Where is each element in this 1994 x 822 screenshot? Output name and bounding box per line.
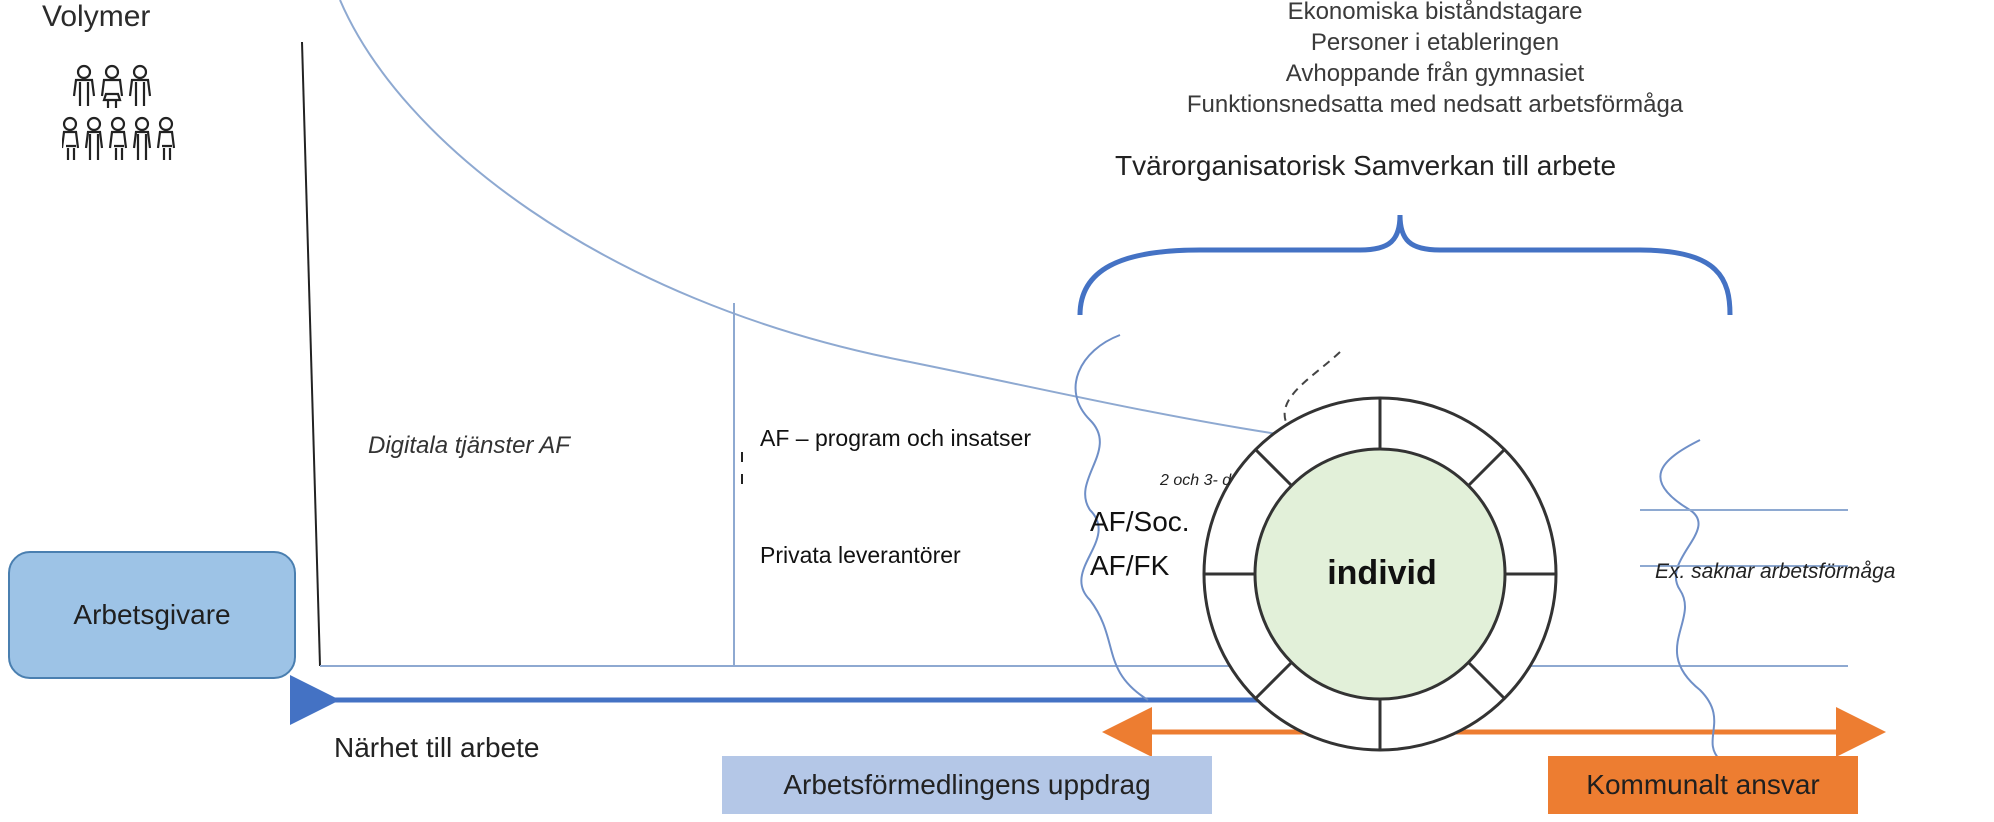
target-group-item: Funktionsnedsatta med nedsatt arbetsförm… — [1186, 91, 1684, 118]
wave-left — [1074, 334, 1149, 701]
x-axis-label: Närhet till arbete — [334, 732, 540, 763]
municipal-responsibility-label: Kommunalt ansvar — [1586, 769, 1820, 800]
person-icon — [72, 64, 96, 106]
target-group-item: Ekonomiska biståndstagare — [1287, 0, 1583, 25]
employer-label: Arbetsgivare — [73, 599, 231, 630]
digital-services-label: Digitala tjänster AF — [368, 432, 570, 459]
municipal-responsibility-box: Kommunalt ansvar — [1548, 756, 1858, 814]
target-group-item: Personer i etableringen — [1310, 29, 1560, 56]
af-mission-label: Arbetsförmedlingens uppdrag — [783, 769, 1151, 800]
small-italic-label: 2 och 3- d — [1160, 472, 1232, 489]
af-fk-label: AF/FK — [1090, 550, 1170, 581]
employer-box: Arbetsgivare — [8, 551, 296, 679]
individual-wheel — [1202, 396, 1558, 752]
private-providers-label: Privata leverantörer — [760, 542, 961, 568]
person-icon — [128, 64, 152, 106]
y-axis-line — [301, 41, 321, 667]
wave-right — [1659, 439, 1721, 761]
people-icon-group — [60, 60, 182, 175]
target-groups-list: Ekonomiska biståndstagare Personer i eta… — [1095, 0, 1775, 120]
af-cooperation-labels: AF/Soc. AF/FK — [1090, 500, 1230, 588]
example-label: Ex. saknar arbetsförmåga — [1655, 560, 1896, 583]
person-icon — [100, 64, 124, 108]
cooperation-title: Tvärorganisatorisk Samverkan till arbete — [1115, 150, 1617, 181]
af-soc-label: AF/Soc. — [1090, 506, 1190, 537]
person-icon — [108, 116, 128, 160]
af-programs-label: AF – program och insatser — [760, 425, 1032, 451]
target-group-item: Avhoppande från gymnasiet — [1285, 60, 1585, 87]
individual-label: individ — [1327, 554, 1437, 592]
person-icon — [156, 116, 176, 160]
y-axis-label: Volymer — [42, 0, 151, 33]
af-mission-box: Arbetsförmedlingens uppdrag — [722, 756, 1212, 814]
person-icon — [132, 116, 152, 160]
cooperation-brace — [1077, 214, 1733, 316]
person-icon — [84, 116, 104, 160]
dashed-arc — [1283, 351, 1341, 431]
person-icon — [60, 116, 80, 160]
